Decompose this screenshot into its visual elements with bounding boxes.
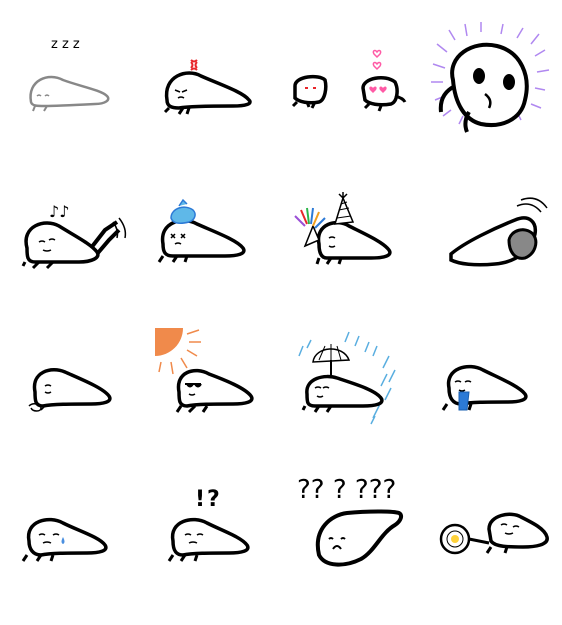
sticker-heart-eyes[interactable] [285,30,425,180]
sticker-sheet: z z z [5,20,562,567]
rain-lines [298,331,396,425]
sleep-zzz-text: z z z [51,37,80,52]
sticker-angry[interactable] [145,30,285,180]
sticker-sleeping-ghost[interactable]: z z z [5,30,145,180]
ice-pack-icon [170,198,196,224]
heart-eyes-seals-drawing [291,49,407,112]
sick-seal-drawing [157,198,246,263]
sticker-sunbathing[interactable] [145,322,285,472]
cup-icon [458,391,470,411]
heart-eye-icon [369,86,387,93]
floating-hearts-icon [372,49,382,71]
surprise-mark-text: !? [195,487,222,512]
sun-icon [155,328,201,375]
angry-seal-drawing [163,59,252,115]
sticker-party[interactable] [285,178,425,328]
sticker-surprised[interactable]: !? [145,475,285,625]
party-seal-drawing [294,192,392,265]
fainted-seal-drawing [28,368,112,412]
party-hat-icon [333,192,355,225]
sunbathing-seal-drawing [155,328,254,414]
sticker-confused[interactable]: ?? ? ??? [285,475,425,625]
sticker-cooking[interactable] [425,475,562,625]
hugging-seal-drawing [449,197,548,267]
sticker-crying[interactable] [5,475,145,625]
crying-seal-drawing [21,517,108,562]
rain-seal-drawing [298,331,396,425]
sleeping-seal-drawing [29,75,110,112]
surprised-seal-drawing [167,517,250,562]
eye-left [473,68,485,84]
sunglasses-icon [185,383,202,388]
shocked-seal-drawing [431,22,550,133]
sticker-drinking[interactable] [425,322,562,472]
frying-pan-icon [439,523,490,555]
music-notes-text: ♪♪ [49,202,70,221]
eye-right [503,74,515,90]
cooking-seal-drawing [439,512,549,555]
sticker-shocked-closeup[interactable] [425,20,562,170]
drinking-seal-drawing [441,364,528,411]
party-popper-icon [294,207,326,248]
tear-drop-icon [61,537,65,544]
sticker-fainted[interactable] [5,322,145,472]
anger-mark-icon [190,59,198,71]
question-marks-text: ?? ? ??? [297,475,397,505]
sticker-hugging[interactable] [425,178,562,328]
sticker-ice-pack[interactable] [145,178,285,328]
music-seal-drawing [21,217,127,270]
sticker-umbrella-rain[interactable] [285,322,425,472]
shock-aura-lines [431,22,550,125]
confused-seal-drawing [315,509,404,567]
sticker-music[interactable]: ♪♪ [5,178,145,328]
